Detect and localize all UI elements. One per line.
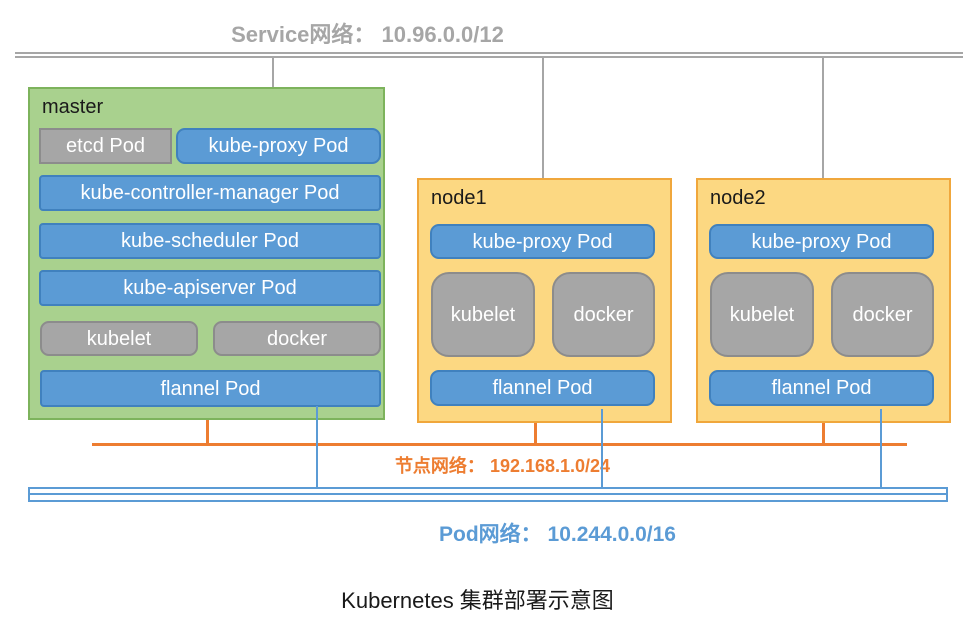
node1-flannel-pod-box: flannel Pod: [430, 370, 655, 406]
node1-kubelet-box: kubelet: [431, 272, 535, 357]
kube-scheduler-pod-box: kube-scheduler Pod: [39, 223, 381, 259]
kube-apiserver-pod-box: kube-apiserver Pod: [39, 270, 381, 306]
master-kubelet-box: kubelet: [40, 321, 198, 356]
node2-box: node2 kube-proxy Pod kubelet docker flan…: [696, 178, 951, 423]
pod-network-bus: [28, 487, 948, 502]
node-network-line: [92, 443, 907, 446]
node-network-stub-master: [206, 420, 209, 445]
pod-network-label: Pod网络： 10.244.0.0/16: [439, 523, 676, 546]
master-flannel-pod-box: flannel Pod: [40, 370, 381, 407]
master-kube-proxy-pod-box: kube-proxy Pod: [176, 128, 381, 164]
node1-title: node1: [431, 187, 487, 209]
service-connector-node2: [822, 58, 824, 222]
master-docker-box: docker: [213, 321, 381, 356]
node1-box: node1 kube-proxy Pod kubelet docker flan…: [417, 178, 672, 423]
service-connector-node1: [542, 58, 544, 222]
node2-flannel-pod-box: flannel Pod: [709, 370, 934, 406]
node2-kube-proxy-pod-box: kube-proxy Pod: [709, 224, 934, 259]
node-network-label: 节点网络： 192.168.1.0/24: [394, 456, 611, 476]
pod-network-drop-node1: [601, 409, 603, 488]
pod-network-bus-midline: [30, 493, 946, 495]
master-title: master: [42, 96, 104, 118]
service-network-label: Service网络： 10.96.0.0/12: [231, 22, 504, 47]
diagram-caption: Kubernetes 集群部署示意图: [341, 588, 614, 613]
node1-docker-box: docker: [552, 272, 655, 357]
kube-controller-manager-pod-box: kube-controller-manager Pod: [39, 175, 381, 211]
etcd-pod-box: etcd Pod: [39, 128, 172, 164]
node2-docker-box: docker: [831, 272, 934, 357]
service-network-line: [15, 52, 963, 58]
node-network-stub-node1: [534, 423, 537, 445]
master-box: master etcd Pod kube-proxy Pod kube-cont…: [28, 87, 385, 420]
node1-kube-proxy-pod-box: kube-proxy Pod: [430, 224, 655, 259]
node-network-stub-node2: [822, 423, 825, 445]
node2-kubelet-box: kubelet: [710, 272, 814, 357]
node2-title: node2: [710, 187, 766, 209]
pod-network-drop-node2: [880, 409, 882, 488]
pod-network-drop-master: [316, 406, 318, 488]
